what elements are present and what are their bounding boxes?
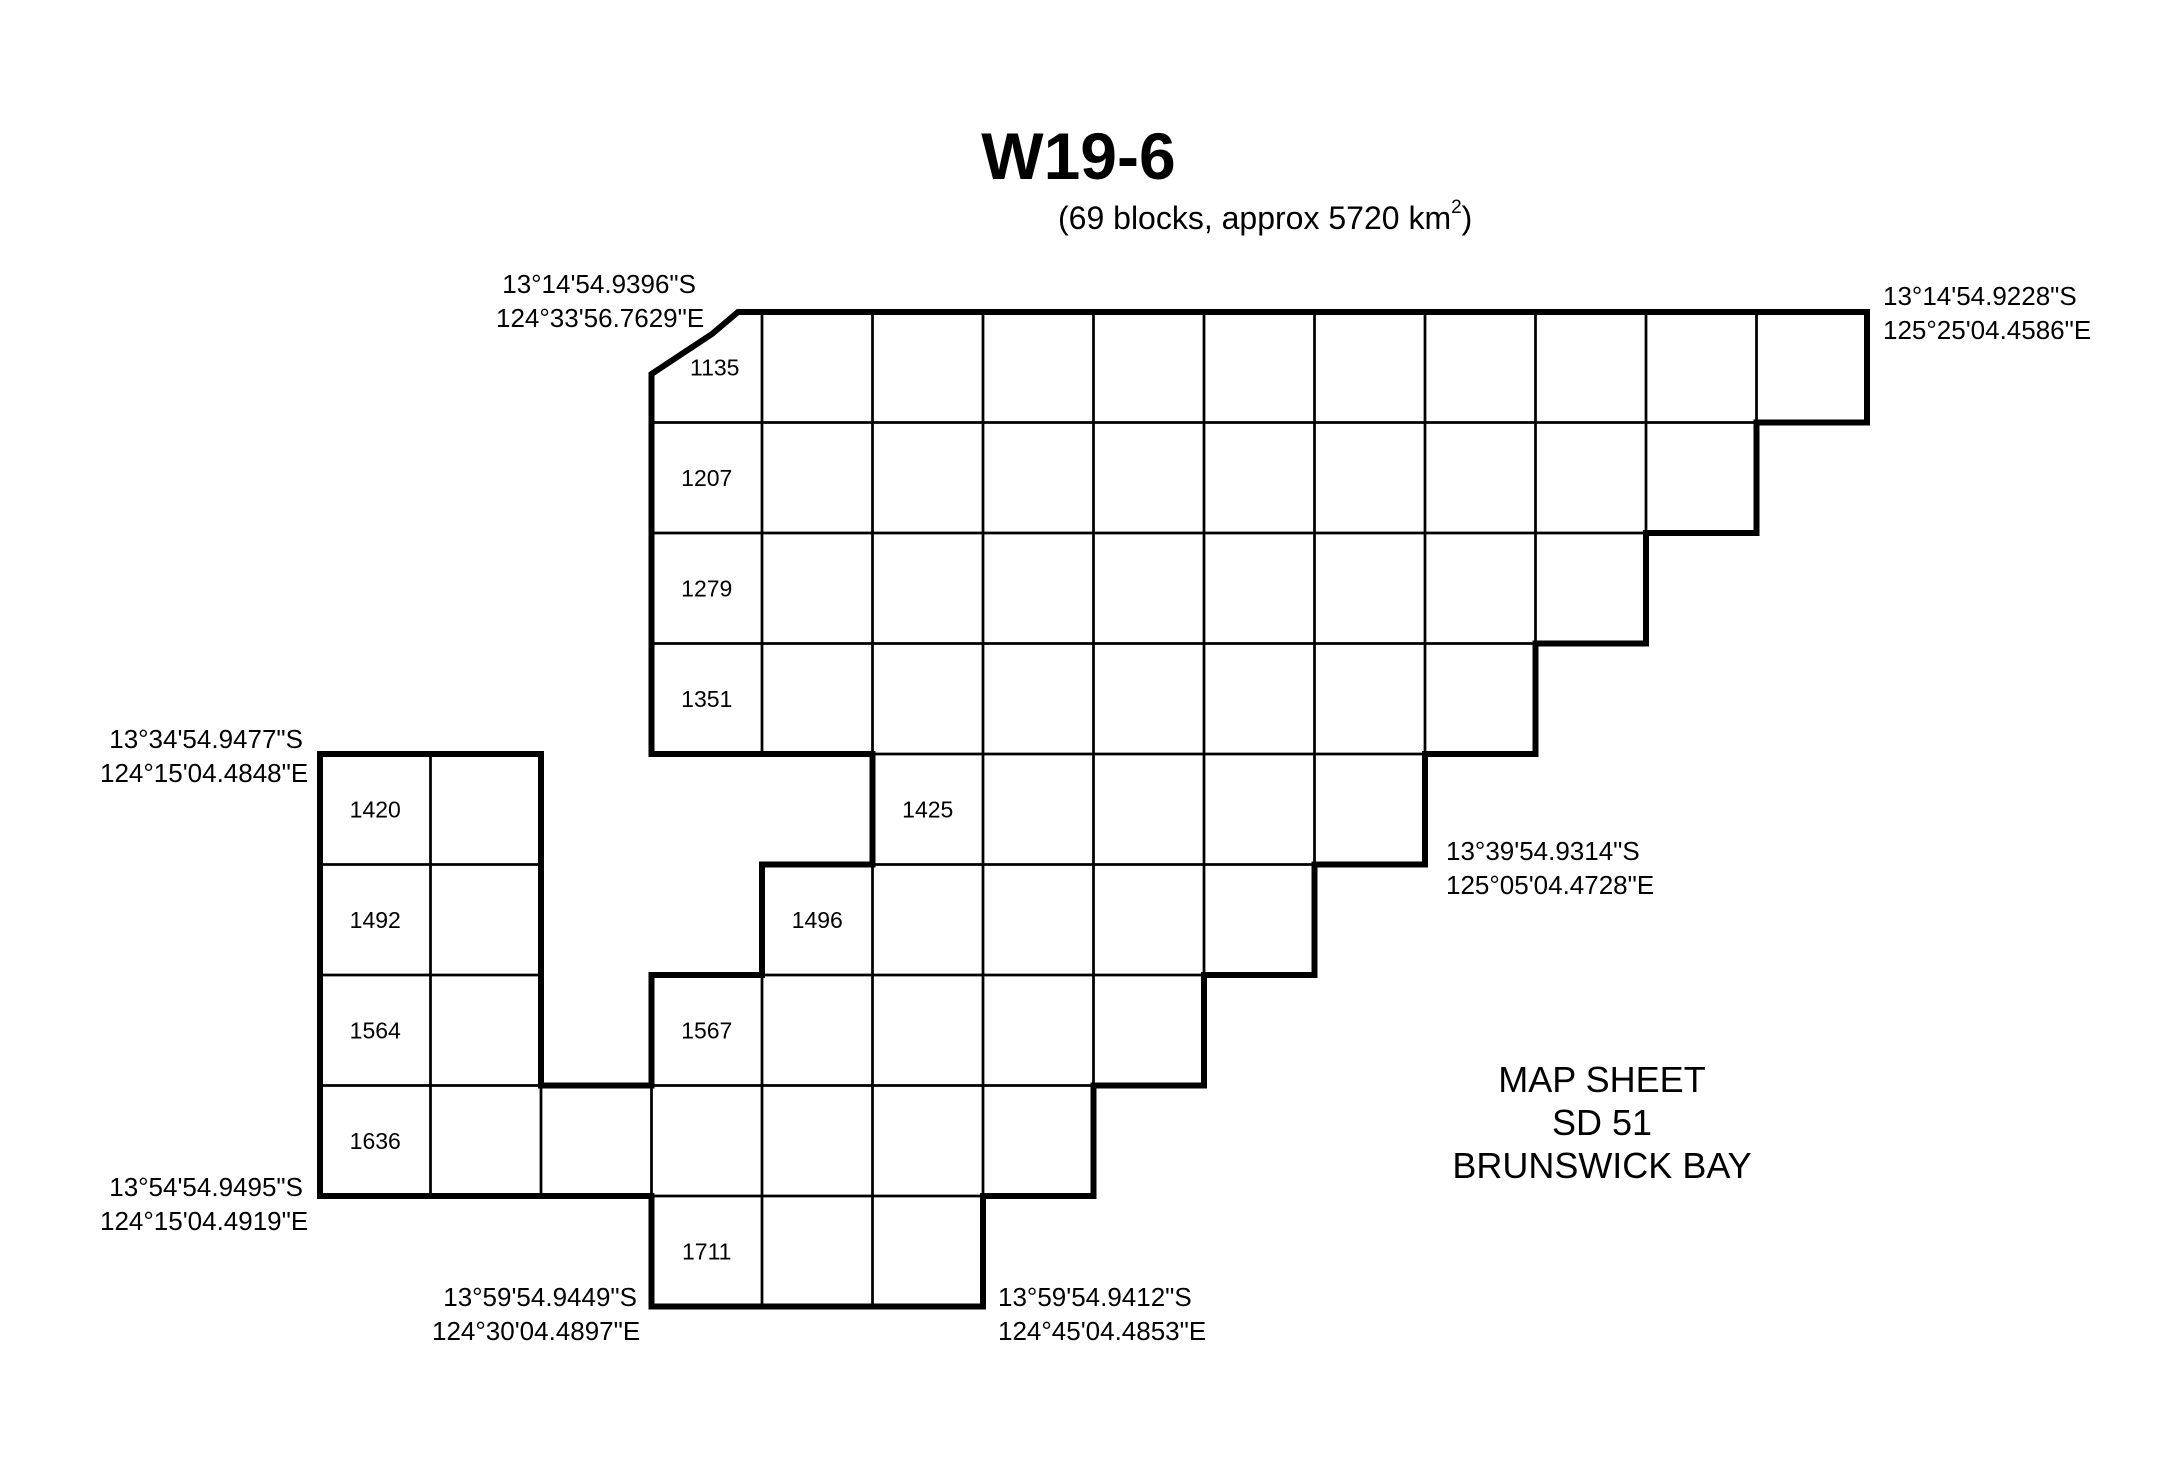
block-cell	[981, 421, 1095, 535]
block-cell	[871, 863, 985, 977]
block-cell	[1202, 863, 1316, 977]
block-cell	[1092, 421, 1206, 535]
block-number-label: 1425	[902, 796, 953, 822]
block-cell	[1313, 310, 1427, 424]
block-cell	[1202, 310, 1316, 424]
block-number-label: 1279	[681, 575, 732, 601]
block-cell	[650, 1084, 764, 1198]
block-number-label: 1351	[681, 686, 732, 712]
block-cell	[1313, 642, 1427, 756]
block-cell	[1313, 752, 1427, 866]
block-number-label: 1711	[682, 1238, 731, 1264]
block-cell	[871, 642, 985, 756]
block-cell	[429, 1084, 543, 1198]
block-cell	[429, 863, 543, 977]
block-number-label: 1420	[350, 796, 401, 822]
block-cell	[981, 973, 1095, 1087]
block-number-label: 1135	[690, 354, 739, 380]
block-cell	[1092, 973, 1206, 1087]
block-cell	[1202, 421, 1316, 535]
block-cell	[871, 531, 985, 645]
block-cell	[760, 421, 874, 535]
block-cell	[760, 973, 874, 1087]
block-cell	[1534, 531, 1648, 645]
corner-cut-mask	[647, 308, 738, 374]
block-cell	[1423, 421, 1537, 535]
block-number-label: 1636	[350, 1128, 401, 1154]
block-cell	[539, 1084, 653, 1198]
block-cell	[1423, 531, 1537, 645]
map-sheet-label: MAP SHEET SD 51 BRUNSWICK BAY	[1452, 1059, 1752, 1186]
block-cell	[981, 863, 1095, 977]
block-cell	[871, 973, 985, 1087]
block-cell	[760, 531, 874, 645]
block-number-label: 1207	[681, 465, 732, 491]
block-number-label: 1567	[681, 1017, 732, 1043]
block-cell	[871, 1084, 985, 1198]
block-cell	[1644, 421, 1758, 535]
block-cell	[1423, 310, 1537, 424]
block-cell	[1092, 863, 1206, 977]
block-cell	[1092, 642, 1206, 756]
area-outline-main	[317, 309, 1870, 1310]
block-cell	[1755, 310, 1869, 424]
block-cell	[1202, 752, 1316, 866]
block-cell	[981, 752, 1095, 866]
map-subtitle: (69 blocks, approx 5720 km2)	[1058, 197, 1473, 236]
block-cell	[1313, 531, 1427, 645]
block-cell	[1313, 421, 1427, 535]
map-title: W19-6	[981, 119, 1176, 193]
block-cell	[1092, 752, 1206, 866]
block-number-label: 1492	[350, 907, 401, 933]
block-cell	[1423, 642, 1537, 756]
block-number-label: 1564	[350, 1017, 401, 1043]
block-cell	[1202, 531, 1316, 645]
block-cell	[760, 1084, 874, 1198]
block-cell	[1092, 531, 1206, 645]
block-cell	[1092, 310, 1206, 424]
block-cell	[1534, 421, 1648, 535]
block-cell	[760, 1194, 874, 1308]
block-cell	[760, 310, 874, 424]
block-cell	[871, 1194, 985, 1308]
block-cell	[1534, 310, 1648, 424]
block-cell	[760, 642, 874, 756]
block-cell	[981, 310, 1095, 424]
block-cell	[981, 1084, 1095, 1198]
block-cell	[871, 421, 985, 535]
block-cell	[871, 310, 985, 424]
block-cell	[1202, 642, 1316, 756]
block-cell	[1644, 310, 1758, 424]
block-cell	[429, 752, 543, 866]
block-cell	[981, 642, 1095, 756]
block-cell	[429, 973, 543, 1087]
block-cell	[981, 531, 1095, 645]
block-number-label: 1496	[792, 907, 843, 933]
